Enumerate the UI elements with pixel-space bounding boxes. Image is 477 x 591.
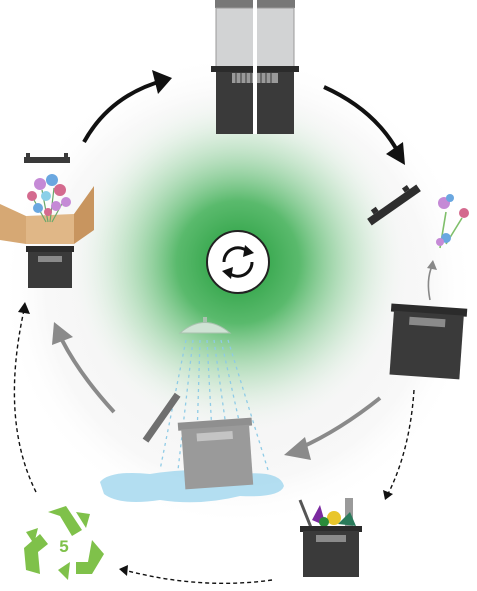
refresh-cycle-icon <box>206 230 270 294</box>
arrow-to-washing <box>284 396 382 460</box>
dashed-arrow-to-waste <box>383 389 415 500</box>
dashed-arrow-from-recycle <box>13 302 37 493</box>
waste-crate-icon <box>298 498 362 577</box>
recycle-symbol-icon: 5 <box>24 506 104 580</box>
recycle-number: 5 <box>59 537 68 556</box>
flowers-in-box-icon <box>0 153 94 288</box>
stacked-crates-icon <box>211 0 299 134</box>
arrow-to-top <box>82 70 172 143</box>
empty-crate-icon <box>389 303 468 380</box>
dashed-arrow-to-recycle <box>119 565 273 585</box>
arrow-to-right <box>323 85 405 165</box>
arrow-to-packing <box>52 322 116 414</box>
shower-washing-icon <box>100 317 284 503</box>
lid-and-flowers-icon <box>367 184 469 301</box>
